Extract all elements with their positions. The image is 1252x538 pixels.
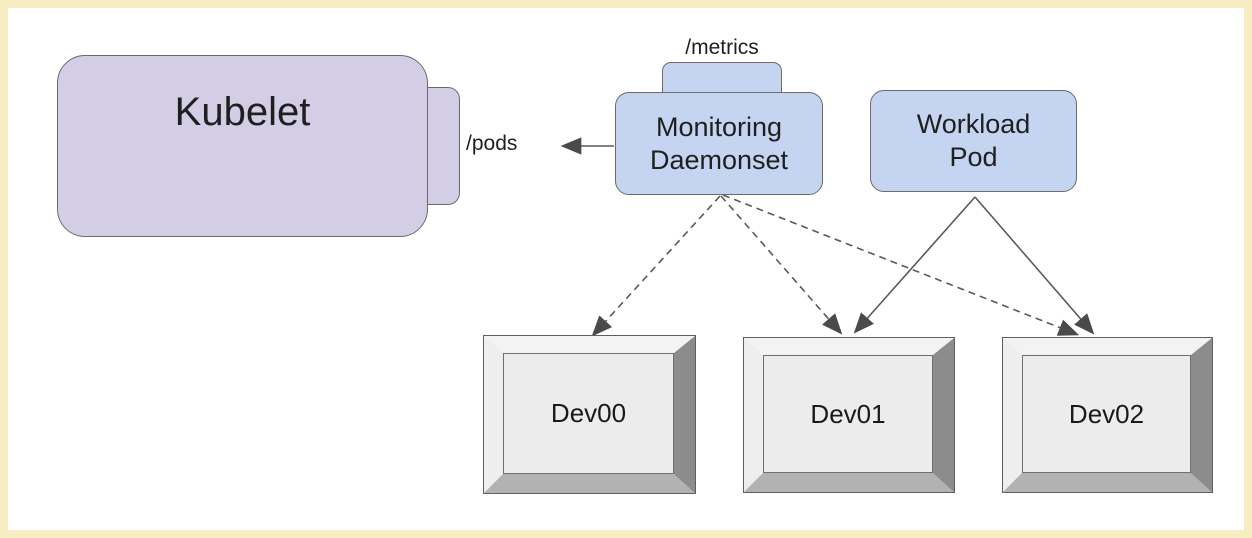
workload-pod-label-line1: Workload (916, 109, 1031, 140)
device-dev00-bevel: Dev00 (484, 336, 695, 493)
dev00-label: Dev00 (550, 398, 627, 428)
workload-pod-label-line2: Pod (949, 142, 998, 172)
device-dev02-face: Dev02 (1022, 355, 1191, 473)
kubelet-node: Kubelet (57, 55, 428, 237)
device-dev01-face: Dev01 (763, 355, 933, 473)
device-dev02: Dev02 (1002, 337, 1213, 493)
edge-monitoring-dev02 (722, 194, 1080, 336)
metrics-endpoint-label: /metrics (685, 36, 759, 59)
edge-workload-dev02 (974, 196, 1095, 335)
device-dev02-bevel: Dev02 (1003, 338, 1212, 492)
device-dev00: Dev00 (483, 335, 696, 494)
device-dev00-face: Dev00 (503, 353, 674, 474)
dev02-label: Dev02 (1068, 398, 1145, 429)
monitoring-daemonset-label-line2: Daemonset (649, 144, 789, 175)
monitoring-daemonset-node: Monitoring Daemonset (615, 92, 823, 195)
edge-workload-dev01 (853, 196, 976, 334)
pods-endpoint-label: /pods (466, 132, 518, 155)
edge-monitoring-dev00 (591, 195, 721, 337)
device-dev01-bevel: Dev01 (744, 338, 954, 492)
device-dev01: Dev01 (743, 337, 955, 493)
kubelet-label: Kubelet (174, 90, 311, 134)
workload-pod-node: Workload Pod (870, 90, 1077, 192)
edge-monitoring-dev01 (720, 195, 843, 335)
dev01-label: Dev01 (810, 398, 886, 429)
monitoring-daemonset-label-line1: Monitoring (655, 111, 783, 142)
